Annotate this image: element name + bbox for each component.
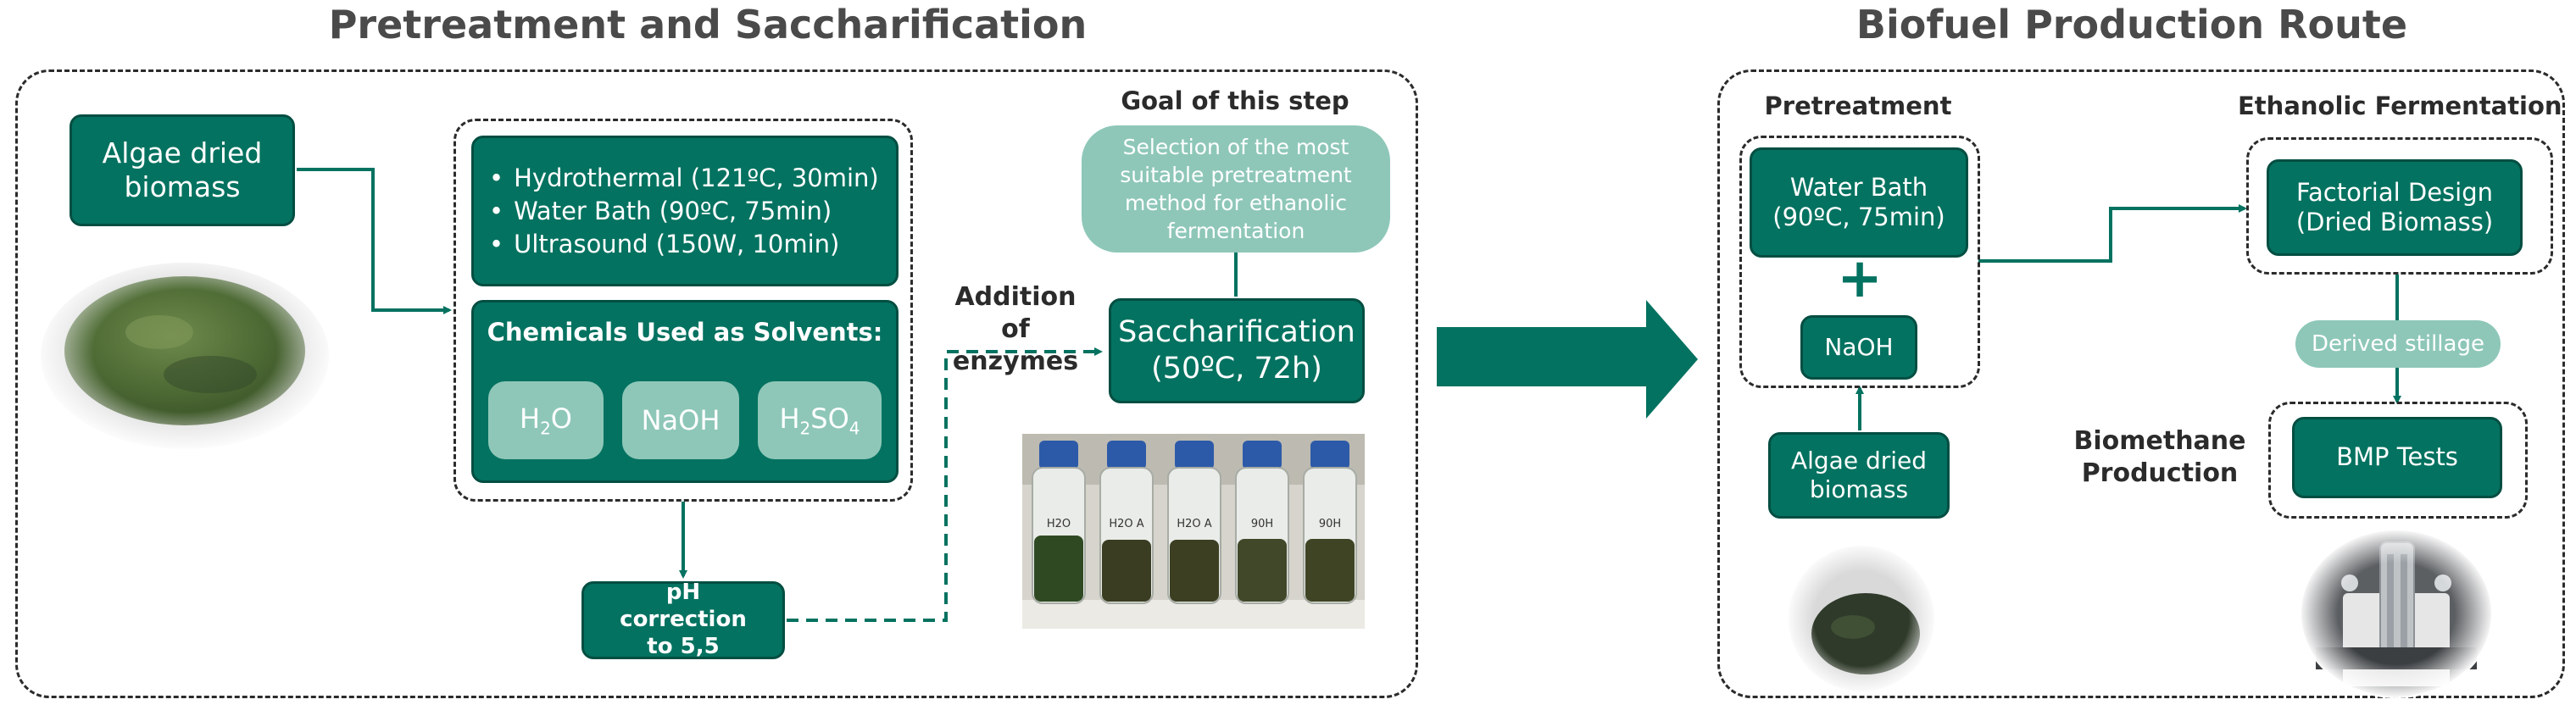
- goal-label: Goal of this step: [1121, 86, 1349, 115]
- algae-photo-right: [1785, 542, 1938, 695]
- factorial-design-box: Factorial Design (Dried Biomass): [2267, 159, 2523, 256]
- naoh-box: NaOH: [1800, 315, 1917, 380]
- sample-bottles-image: H2O H2O A H2O A 90H 90H: [1022, 434, 1365, 629]
- chip-text: H2O: [520, 402, 572, 439]
- method-item: Hydrothermal (121ºC, 30min): [489, 162, 879, 195]
- pretreatment-label: Pretreatment: [1764, 92, 1952, 120]
- algae-dried-biomass-box-right: Algae dried biomass: [1768, 432, 1950, 519]
- bmp-group: [2268, 402, 2528, 519]
- water-bath-box: Water Bath (90ºC, 75min): [1750, 147, 1968, 258]
- derived-stillage-chip: Derived stillage: [2295, 320, 2501, 368]
- methods-list: Hydrothermal (121ºC, 30min) Water Bath (…: [489, 162, 879, 261]
- left-panel: [15, 69, 1418, 698]
- ethanolic-fermentation-label: Ethanolic Fermentation: [2238, 92, 2562, 120]
- bottle-group: H2O H2O A H2O A 90H 90H: [1032, 441, 1357, 604]
- arrow-algae-to-methods: [297, 168, 452, 314]
- chemicals-title: Chemicals Used as Solvents:: [487, 318, 883, 347]
- methods-box: Hydrothermal (121ºC, 30min) Water Bath (…: [471, 136, 899, 286]
- bmp-tests-box: BMP Tests: [2292, 417, 2502, 498]
- biomethane-production-label: Biomethane Production: [2073, 426, 2246, 488]
- chemical-chip-naoh: NaOH: [622, 381, 739, 459]
- green-powder-pile-image: [32, 249, 337, 451]
- svg-text:H2O A: H2O A: [1109, 518, 1143, 530]
- method-item: Ultrasound (150W, 10min): [489, 228, 879, 261]
- plus-icon: +: [1837, 247, 1883, 310]
- chemical-chip-h2o: H2O: [488, 381, 604, 459]
- algae-dried-biomass-box: Algae dried biomass: [70, 114, 295, 226]
- fermentation-group: [2246, 137, 2553, 275]
- left-title: Pretreatment and Saccharification: [328, 2, 1088, 47]
- method-item: Water Bath (90ºC, 75min): [489, 195, 879, 228]
- addition-of-enzymes-label: Addition of enzymes: [952, 282, 1079, 376]
- chip-text: H2SO4: [779, 402, 860, 439]
- svg-text:H2O A: H2O A: [1177, 518, 1211, 530]
- svg-text:H2O: H2O: [1047, 518, 1071, 530]
- ph-correction-box: pH correction to 5,5: [581, 580, 785, 659]
- arrow-ph-to-sacch: [787, 347, 1103, 622]
- goal-chip: Selection of the most suitable pretreatm…: [1082, 125, 1390, 253]
- right-title: Biofuel Production Route: [1855, 2, 2408, 47]
- arrow-waterbath-to-factorial: [1978, 204, 2247, 263]
- bmp-apparatus-image: [2299, 529, 2494, 698]
- right-panel: [1717, 69, 2565, 698]
- right-block-arrow-icon: [1437, 300, 1698, 419]
- svg-text:90H: 90H: [1319, 518, 1341, 530]
- chip-text: NaOH: [641, 404, 721, 436]
- svg-text:90H: 90H: [1251, 518, 1273, 530]
- saccharification-box: Saccharification (50ºC, 72h): [1109, 298, 1365, 403]
- chemical-chip-h2so4: H2SO4: [758, 381, 882, 459]
- pretreatment-group: [1739, 136, 1980, 388]
- pretreatment-methods-group: [453, 119, 913, 502]
